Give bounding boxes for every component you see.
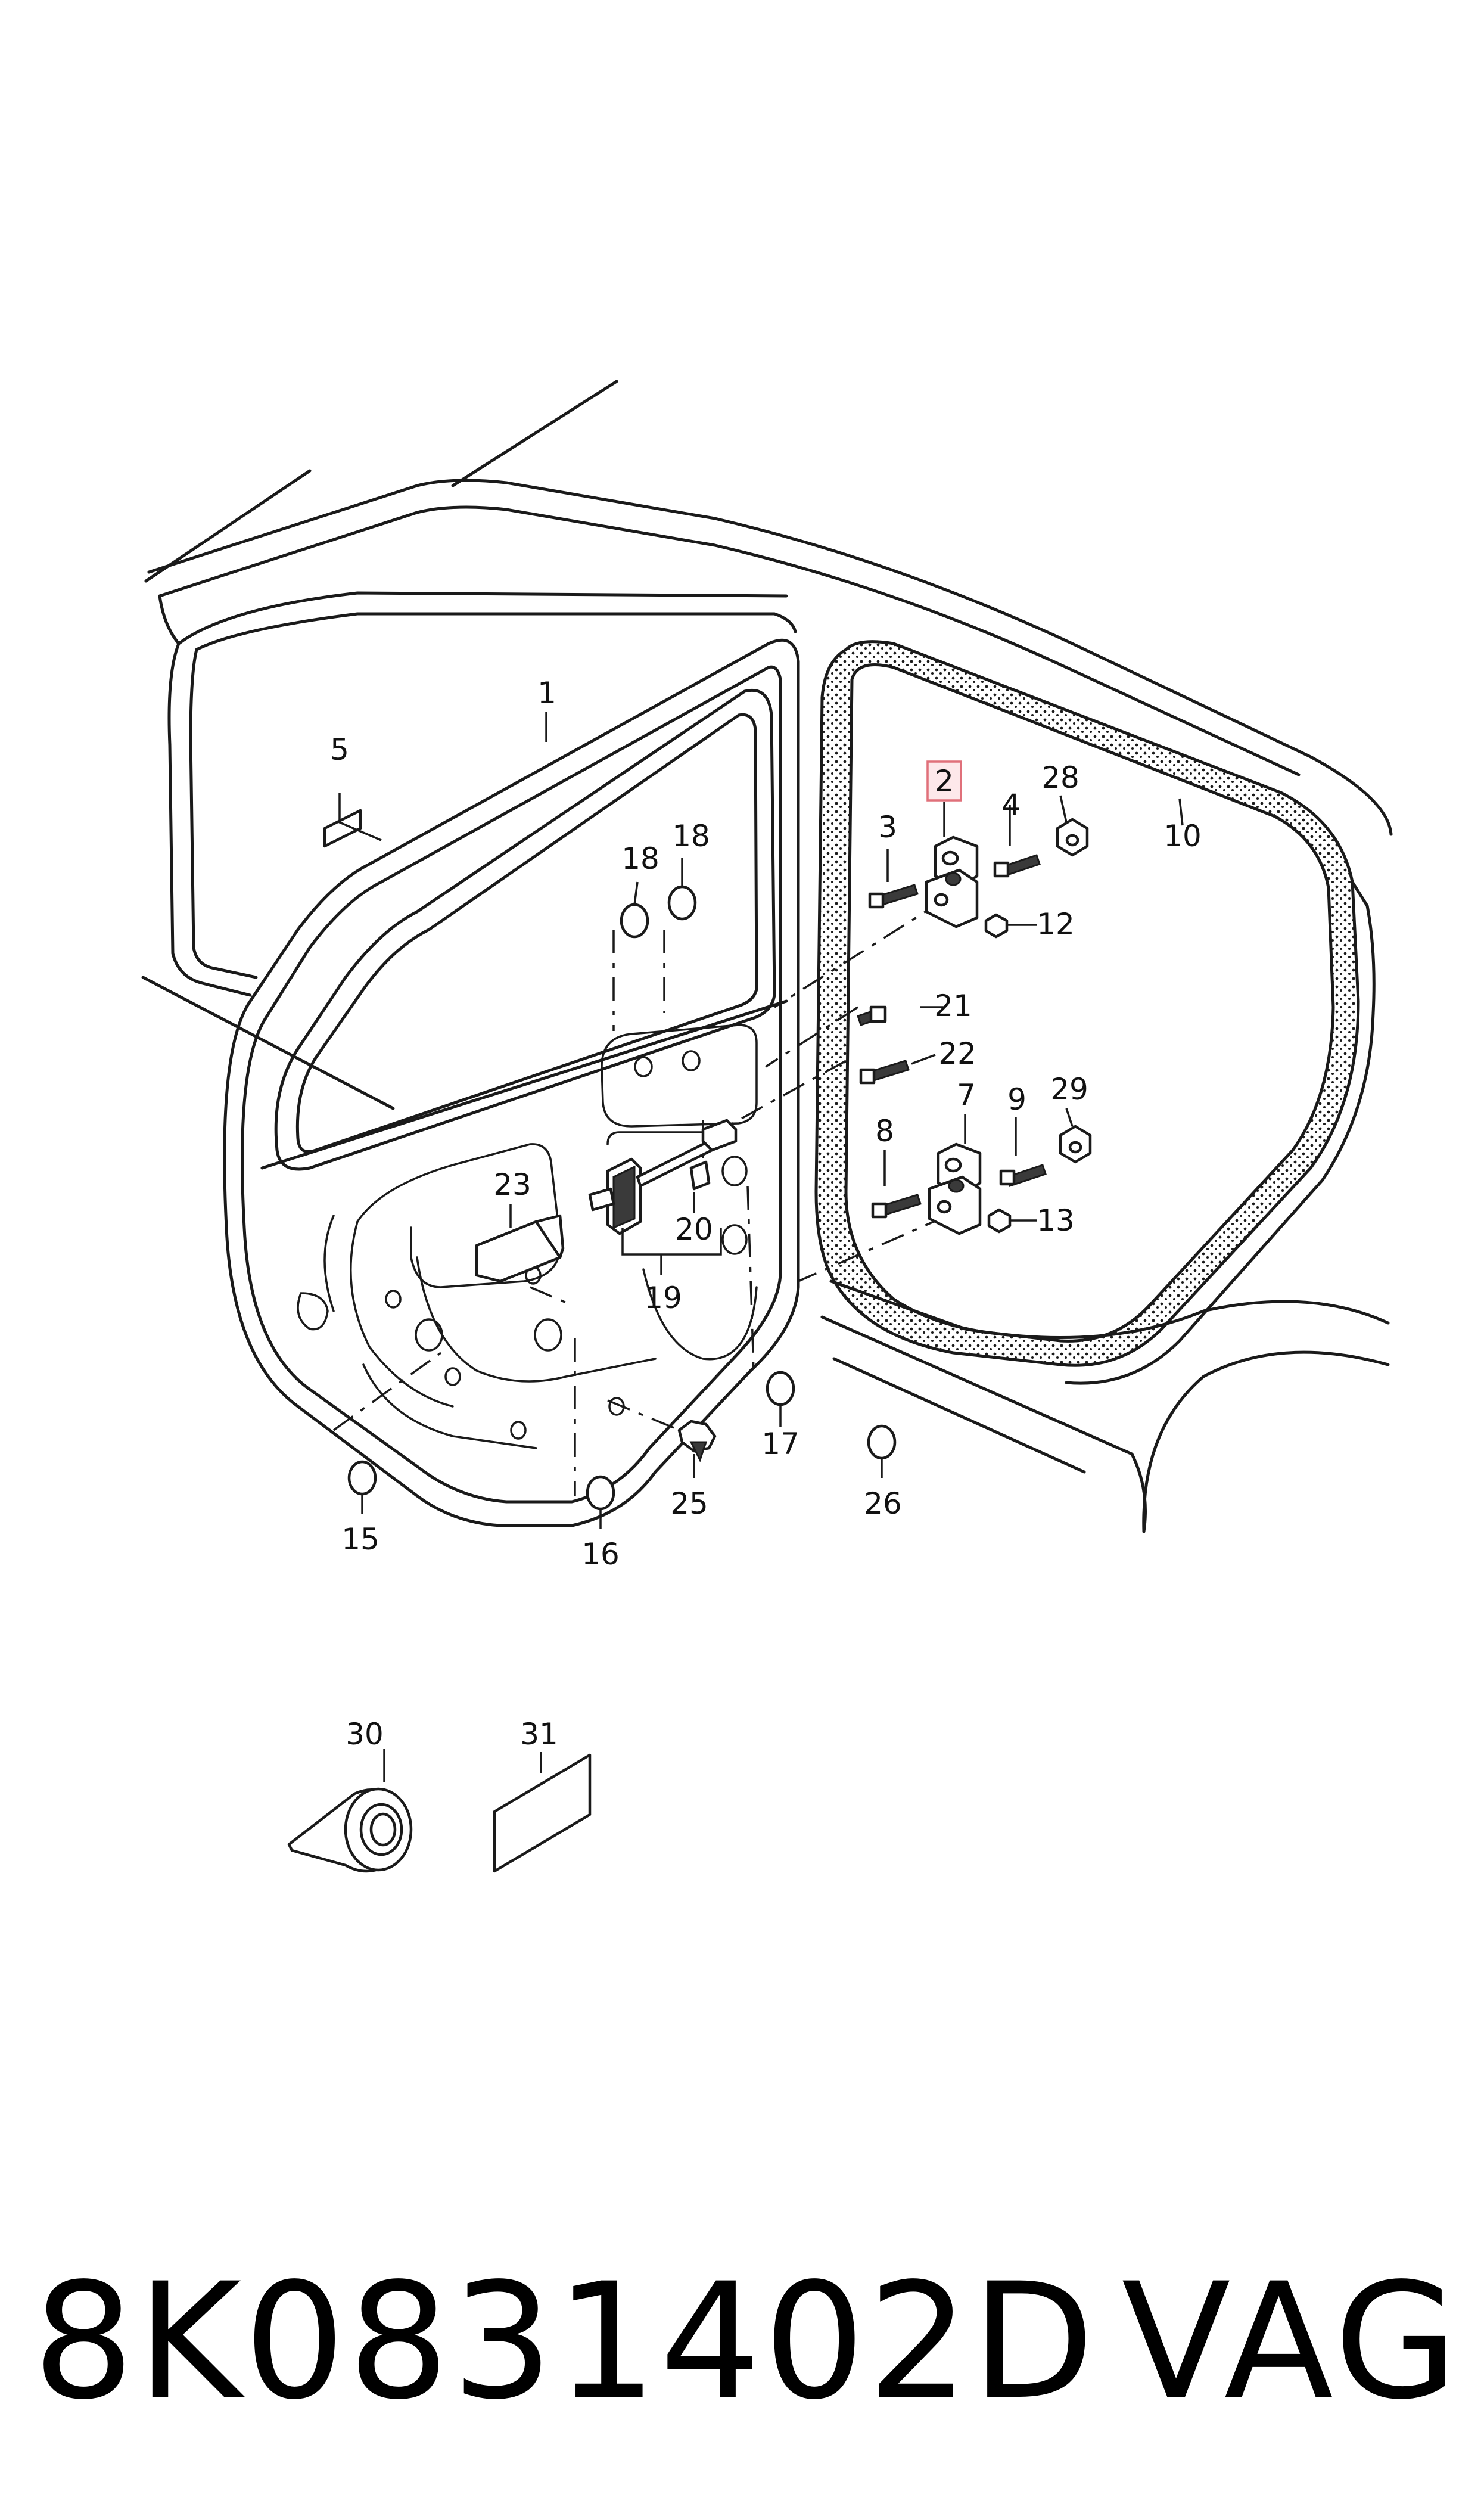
callout-2: 2 — [935, 764, 954, 799]
leader-lines — [338, 712, 1184, 1782]
callout-26: 26 — [864, 1486, 902, 1521]
part-lower-hinge-7 — [928, 1142, 982, 1235]
footer: 8K0831402D VAG — [0, 2253, 1484, 2431]
callout-12: 12 — [1037, 907, 1075, 942]
callout-7: 7 — [957, 1078, 976, 1113]
part-25 — [677, 1420, 717, 1462]
assembly-lines — [332, 899, 948, 1496]
callout-10: 10 — [1163, 819, 1202, 853]
part-bolts — [857, 854, 1047, 1219]
callout-16: 16 — [581, 1537, 620, 1571]
part-20 — [689, 1160, 711, 1191]
callout-9: 9 — [1007, 1082, 1026, 1117]
callout-8: 8 — [875, 1114, 894, 1148]
brand-label: VAG — [1121, 2249, 1461, 2435]
callout-30: 30 — [346, 1717, 384, 1751]
door-shell — [223, 638, 800, 1527]
quarter-window-frame — [167, 591, 797, 997]
callout-labels: 1 2 3 4 5 7 8 9 10 12 13 15 16 17 18 18 … — [330, 676, 1202, 1751]
callout-20: 20 — [675, 1212, 713, 1247]
part-23 — [475, 1214, 565, 1283]
part-upper-hinge-2 — [925, 835, 979, 928]
part-sticker-5 — [323, 809, 362, 848]
part-sheet-31 — [493, 1753, 592, 1873]
part-door-check-19 — [588, 1119, 738, 1235]
callout-1: 1 — [537, 676, 556, 710]
part-nuts — [984, 913, 1012, 1234]
callout-21: 21 — [934, 989, 972, 1023]
callout-31: 31 — [520, 1717, 558, 1751]
part-number: 8K0831402D — [33, 2249, 1097, 2435]
vehicle-body-outline — [141, 380, 1393, 1533]
callout-28: 28 — [1041, 760, 1079, 795]
callout-19: 19 — [644, 1281, 682, 1315]
callout-15: 15 — [341, 1522, 379, 1557]
highlighted-callout-box — [926, 760, 962, 802]
callout-13: 13 — [1037, 1203, 1075, 1238]
callout-22: 22 — [938, 1036, 976, 1071]
callout-29: 29 — [1050, 1072, 1088, 1107]
part-tape-30 — [287, 1787, 413, 1873]
callout-25: 25 — [670, 1486, 708, 1521]
part-clips-28-29 — [1056, 818, 1092, 1164]
door-seal — [814, 640, 1376, 1385]
callout-4: 4 — [1001, 788, 1021, 822]
callout-5: 5 — [330, 732, 349, 767]
callout-23: 23 — [493, 1167, 531, 1202]
callout-3: 3 — [878, 810, 897, 844]
callout-18b: 18 — [672, 819, 710, 853]
callout-18a: 18 — [621, 841, 659, 876]
callout-17: 17 — [761, 1427, 799, 1461]
